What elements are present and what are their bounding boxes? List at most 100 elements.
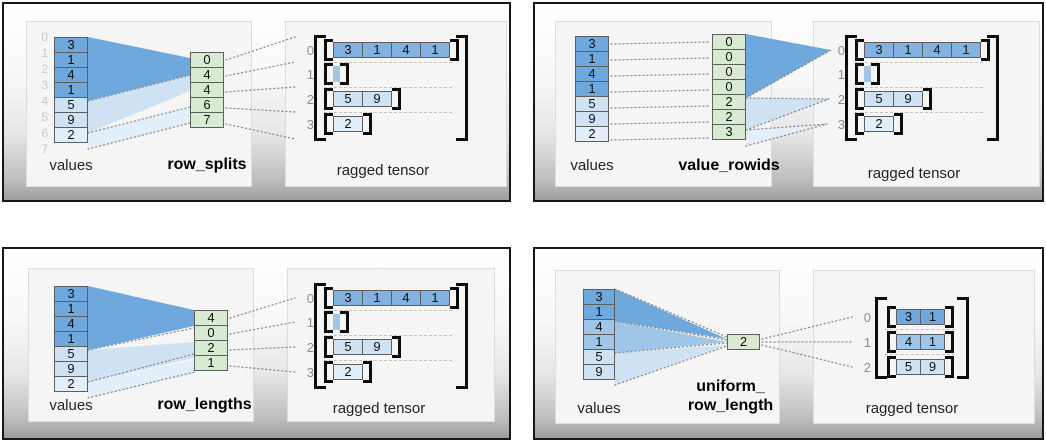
ragged-tensor-label: ragged tensor (867, 165, 961, 182)
tensor-cell: 5 (864, 91, 894, 107)
row-bracket-left (324, 63, 333, 85)
ragged-tensor: 0 3 1 4 1 1 2 5 9 3 (829, 35, 999, 141)
values-column: 3 1 4 1 5 9 2 (54, 37, 88, 143)
param-cell: 4 (194, 310, 228, 326)
empty-row-fill (333, 314, 340, 330)
tensor-row: 1 (298, 311, 349, 333)
row-index: 2 (863, 359, 871, 375)
tensor-cell: 9 (920, 359, 945, 375)
row-bracket-right (363, 361, 372, 383)
row-bracket-left (887, 306, 896, 328)
tensor-cell: 1 (893, 42, 923, 58)
value-cell: 1 (575, 51, 609, 67)
param-label: value_rowids (678, 157, 780, 174)
value-cell: 1 (54, 82, 88, 98)
row-bracket-left (324, 39, 333, 61)
value-cell: 4 (54, 316, 88, 332)
row-index: 0 (306, 42, 314, 58)
value-cell: 5 (575, 96, 609, 112)
row-separator (324, 87, 452, 88)
row-index: 1 (837, 66, 845, 82)
value-cell: 2 (575, 126, 609, 142)
param-cell: 2 (712, 109, 746, 125)
row-index: 3 (306, 116, 314, 132)
tensor-row: 1 4 1 (859, 331, 954, 353)
param-cell: 2 (727, 334, 760, 350)
value-cell: 1 (54, 301, 88, 317)
row-bracket-left (324, 88, 333, 110)
tensor-row: 1 (298, 63, 349, 85)
row-bracket-right (871, 63, 880, 85)
tensor-row: 2 5 9 (859, 356, 954, 378)
value-cell: 5 (583, 349, 615, 365)
ragged-tensor-label: ragged tensor (336, 162, 430, 179)
value-cell: 9 (583, 364, 615, 380)
row-bracket-left (887, 356, 896, 378)
tensor-cell: 1 (420, 42, 450, 58)
value-cell: 4 (54, 67, 88, 83)
tensor-row: 0 3 1 (859, 306, 954, 328)
tensor-cell: 4 (922, 42, 952, 58)
tensor-row: 2 5 9 (829, 88, 932, 110)
row-index: 3 (837, 116, 845, 132)
row-bracket-right (894, 113, 903, 135)
row-separator (855, 112, 983, 113)
row-index: 1 (306, 314, 314, 330)
tensor-cell: 1 (920, 309, 945, 325)
empty-row-fill (333, 66, 340, 82)
row-bracket-right (340, 63, 349, 85)
param-cell: 7 (190, 112, 224, 128)
tensor-cell: 3 (333, 42, 363, 58)
value-cell: 1 (54, 52, 88, 68)
panel-value-rowids: 3 1 4 1 5 9 2 0 0 0 0 2 2 3 0 3 1 4 (533, 2, 1044, 202)
tensor-cell: 3 (333, 290, 363, 306)
param-cell: 3 (712, 124, 746, 140)
tensor-row: 0 3 1 4 1 (298, 39, 459, 61)
tensor-cell: 9 (893, 91, 923, 107)
tensor-row: 3 2 (298, 361, 372, 383)
row-bracket-left (324, 336, 333, 358)
value-cell: 2 (54, 127, 88, 143)
param-label-line1: uniform_ (696, 378, 765, 395)
boundary-index: 6 (41, 126, 48, 140)
row-bracket-left (855, 63, 864, 85)
boundary-index: 4 (41, 94, 48, 108)
param-cell: 6 (190, 97, 224, 113)
row-bracket-left (855, 113, 864, 135)
row-bracket-left (855, 39, 864, 61)
value-cell: 2 (54, 376, 88, 392)
row-separator (324, 360, 452, 361)
boundary-index: 3 (41, 78, 48, 92)
value-cell: 5 (54, 97, 88, 113)
tensor-cell: 5 (333, 339, 363, 355)
values-column: 3 1 4 1 5 9 2 (575, 36, 609, 142)
ragged-tensor: 0 3 1 1 4 1 2 5 9 (855, 297, 969, 379)
boundary-index: 7 (41, 142, 48, 156)
ragged-tensor: 0 3 1 4 1 1 2 5 9 3 (298, 35, 468, 141)
tensor-cell: 1 (951, 42, 981, 58)
row-separator (324, 112, 452, 113)
value-cell: 4 (575, 66, 609, 82)
param-cell: 0 (712, 49, 746, 65)
row-index: 3 (306, 364, 314, 380)
value-cell: 1 (575, 81, 609, 97)
ragged-tensor-label: ragged tensor (332, 400, 426, 417)
ragged-tensor-label: ragged tensor (865, 400, 959, 417)
tensor-cell: 3 (896, 309, 921, 325)
param-cell: 0 (194, 325, 228, 341)
uniform-row-length-cell: 2 (727, 334, 760, 350)
row-index: 2 (837, 91, 845, 107)
value-cell: 3 (54, 37, 88, 53)
value-boundary-indices: 0 1 2 3 4 5 6 7 (30, 29, 48, 157)
row-bracket-right (945, 306, 954, 328)
value-cell: 1 (583, 334, 615, 350)
value-cell: 3 (575, 36, 609, 52)
row-bracket-right (340, 311, 349, 333)
row-bracket-right (923, 88, 932, 110)
row-bracket-right (945, 331, 954, 353)
values-label: values (49, 157, 93, 174)
values-label: values (577, 400, 621, 417)
row-bracket-right (392, 88, 401, 110)
value-cell: 9 (54, 112, 88, 128)
